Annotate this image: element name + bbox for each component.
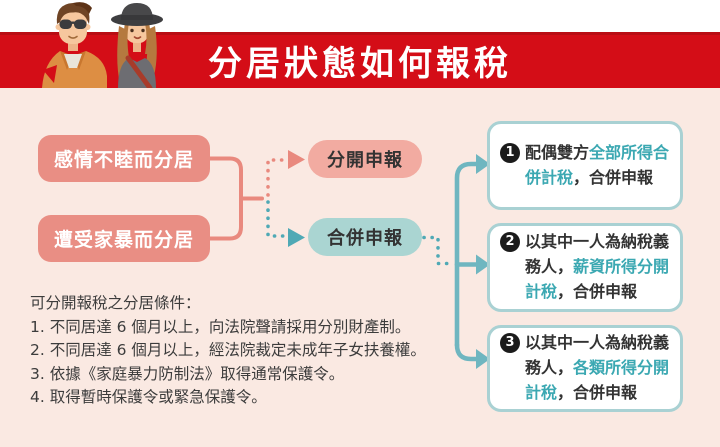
cause-box-domestic-violence: 遭受家暴而分居: [38, 215, 210, 262]
option-text: 以其中一人為納稅義務人，各類所得分開計稅，合併申報: [525, 333, 670, 402]
conditions-heading: 可分開報稅之分居條件：: [30, 294, 201, 312]
option-box-2: 2 以其中一人為納稅義務人，薪資所得分開計稅，合併申報: [487, 223, 683, 312]
method-pill-separate-filing: 分開申報: [308, 140, 422, 178]
separated-couple-illustration: [42, 2, 163, 88]
method-label: 合併申報: [327, 228, 403, 249]
method-pill-joint-filing: 合併申報: [308, 218, 422, 256]
method-label: 分開申報: [327, 150, 403, 171]
cause-box-discord: 感情不睦而分居: [38, 135, 210, 182]
branch-arrows: [454, 161, 480, 362]
option-text: 以其中一人為納稅義務人，薪資所得分開計稅，合併申報: [525, 232, 670, 301]
dotted-arrow-teal: [266, 200, 453, 266]
option-number-badge: 2: [500, 232, 520, 253]
option-box-1: 1 配偶雙方全部所得合併計稅，合併申報: [487, 121, 683, 210]
option-number-badge: 1: [500, 142, 520, 163]
separation-conditions: 可分開報稅之分居條件： 1. 不同居達 6 個月以上，向法院聲請採用分別財產制。…: [30, 292, 470, 410]
page-title: 分居狀態如何報稅: [208, 43, 512, 84]
cause-label: 感情不睦而分居: [53, 149, 194, 171]
option-text: 配偶雙方全部所得合併計稅，合併申報: [525, 142, 670, 187]
condition-item: 4. 取得暫時保護令或緊急保護令。: [30, 388, 267, 407]
cause-label: 遭受家暴而分居: [53, 229, 194, 251]
woman-figure: [111, 3, 163, 88]
option-number-badge: 3: [500, 333, 520, 354]
condition-item: 2. 不同居達 6 個月以上，經法院裁定未成年子女扶養權。: [30, 341, 426, 360]
condition-item: 3. 依據《家庭暴力防制法》取得通常保護令。: [30, 364, 345, 383]
man-figure: [42, 2, 107, 88]
option-box-3: 3 以其中一人為納稅義務人，各類所得分開計稅，合併申報: [487, 325, 683, 412]
dotted-arrow-pink: [266, 158, 286, 197]
condition-item: 1. 不同居達 6 個月以上，向法院聲請採用分別財產制。: [30, 317, 411, 336]
